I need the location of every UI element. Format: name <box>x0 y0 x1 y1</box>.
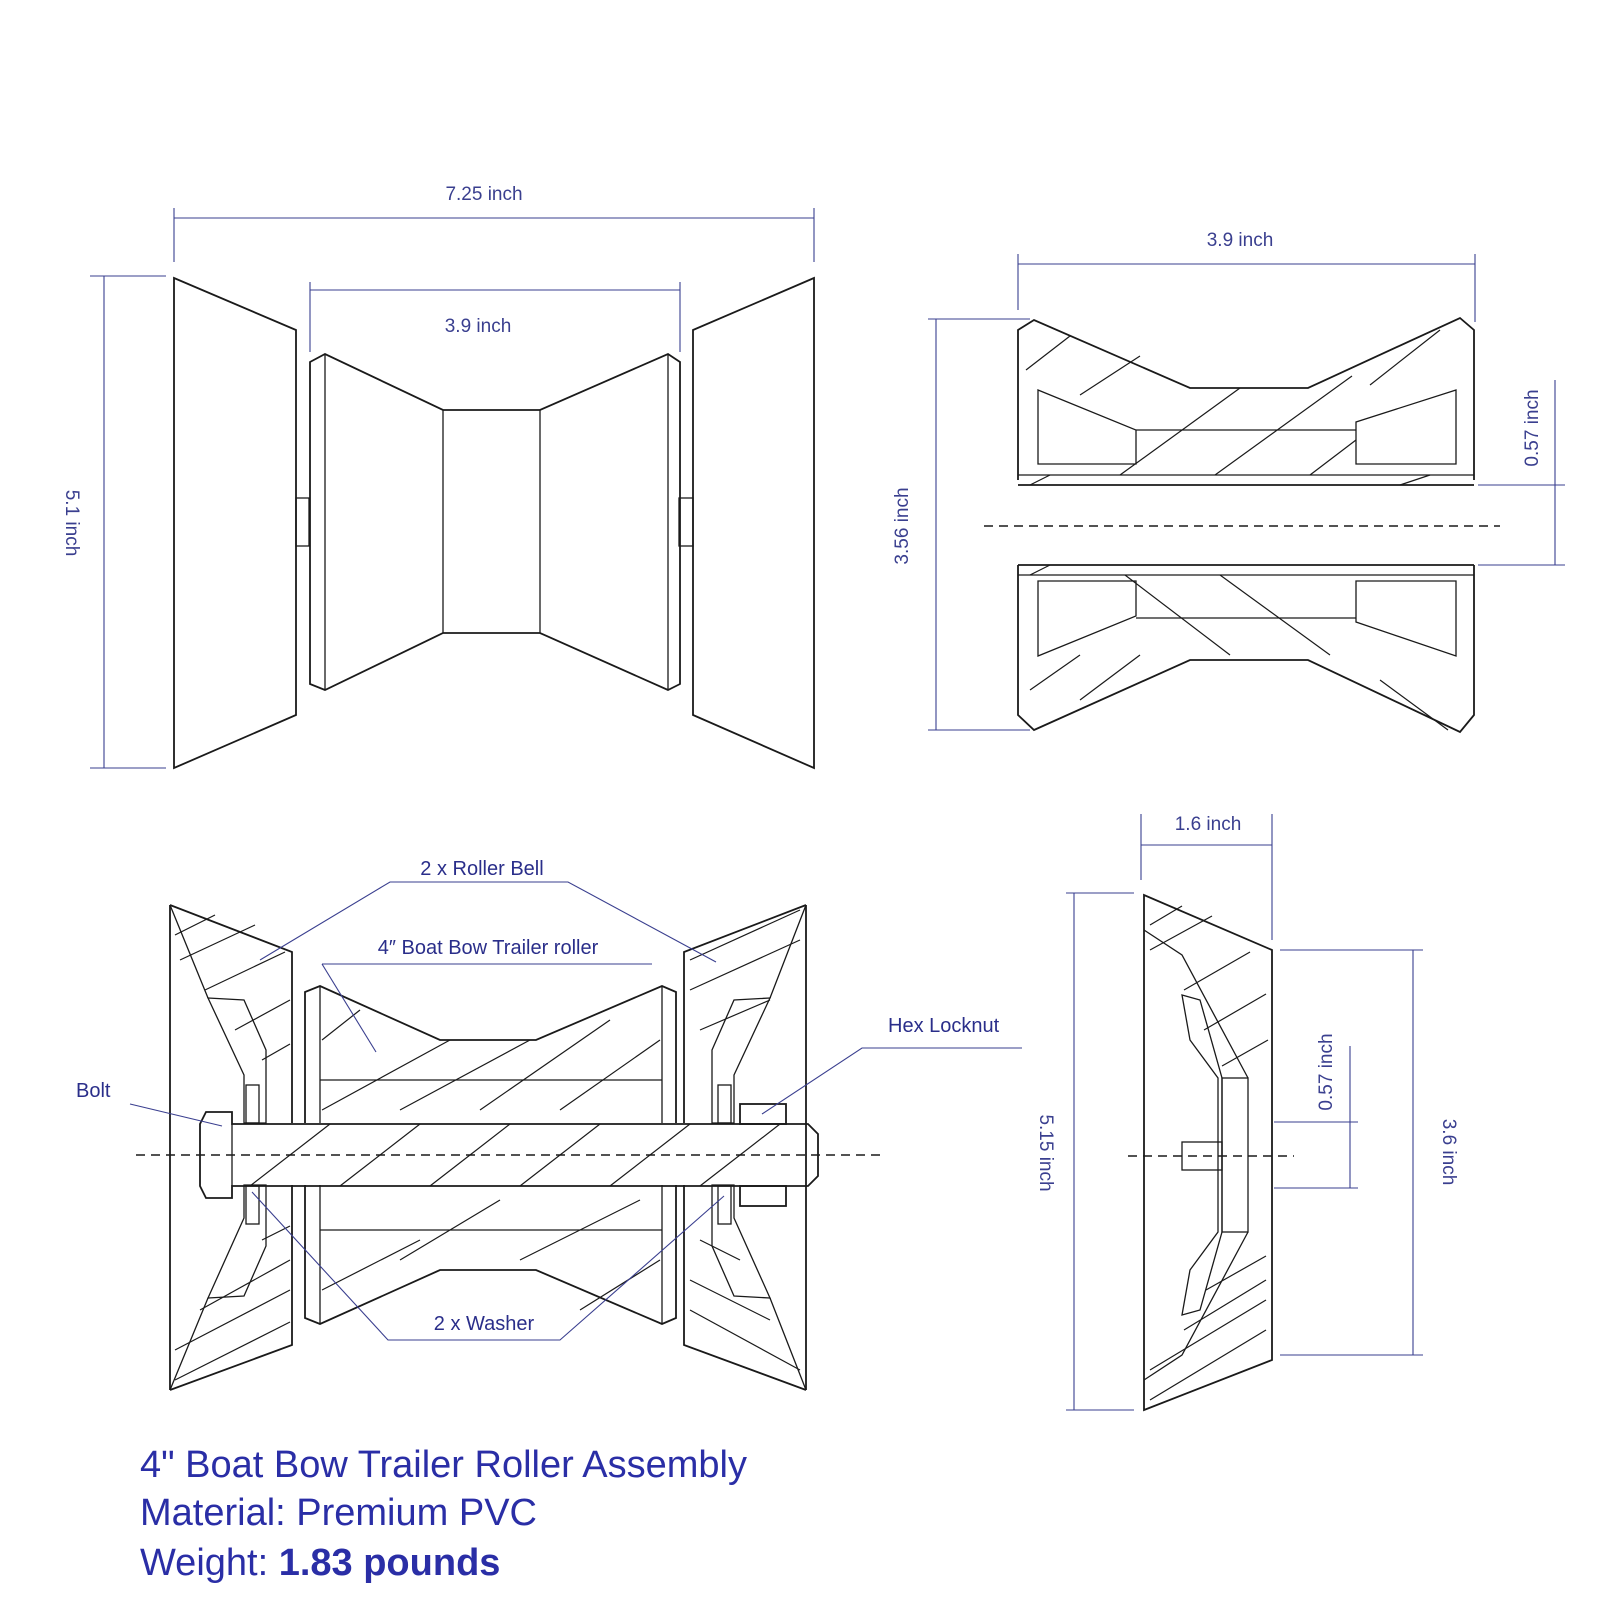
bell-outline <box>1143 893 1273 1412</box>
bell-height-label: 5.15 inch <box>1035 1114 1056 1191</box>
front-view: 7.25 inch 3.9 inch 5.1 inch <box>61 184 815 770</box>
assembly-washer-right <box>717 1084 732 1124</box>
material-line: Material: Premium PVC <box>140 1492 537 1534</box>
bell-width-label: 1.6 inch <box>1175 814 1242 835</box>
front-center-roller <box>309 352 681 691</box>
front-overall-width-label: 7.25 inch <box>445 184 522 205</box>
front-height-label: 5.1 inch <box>61 490 82 557</box>
product-title: 4" Boat Bow Trailer Roller Assembly <box>140 1444 747 1486</box>
label-bolt: Bolt <box>76 1080 111 1102</box>
label-washer: 2 x Washer <box>434 1313 535 1335</box>
section-width-label: 3.9 inch <box>1207 230 1274 251</box>
section-bore-label: 0.57 inch <box>1522 389 1543 466</box>
front-right-bell <box>692 276 815 770</box>
bell-inner-height-label: 3.6 inch <box>1438 1119 1459 1186</box>
weight-label: Weight: <box>140 1542 269 1584</box>
bell-section-view: 1.6 inch 5.15 inch 3.6 inch 0.57 inch <box>1035 814 1459 1412</box>
section-view: 3.9 inch 3.56 inch 0.57 inch <box>892 230 1565 734</box>
assembly-view: 2 x Roller Bell 4″ Boat Bow Trailer roll… <box>76 858 1022 1391</box>
label-roller-bell: 2 x Roller Bell <box>420 858 543 880</box>
weight-line: Weight: 1.83 pounds <box>140 1542 500 1585</box>
label-boat-bow-trailer-roller: 4″ Boat Bow Trailer roller <box>378 937 599 959</box>
bell-bore-label: 0.57 inch <box>1316 1033 1337 1110</box>
assembly-washer-left <box>245 1084 260 1124</box>
label-hex-locknut: Hex Locknut <box>888 1015 1000 1037</box>
front-left-bell <box>173 276 297 770</box>
assembly-hex-locknut <box>739 1103 787 1125</box>
weight-value: 1.83 pounds <box>278 1542 501 1584</box>
section-height-label: 3.56 inch <box>892 487 913 564</box>
front-center-width-label: 3.9 inch <box>445 316 512 337</box>
